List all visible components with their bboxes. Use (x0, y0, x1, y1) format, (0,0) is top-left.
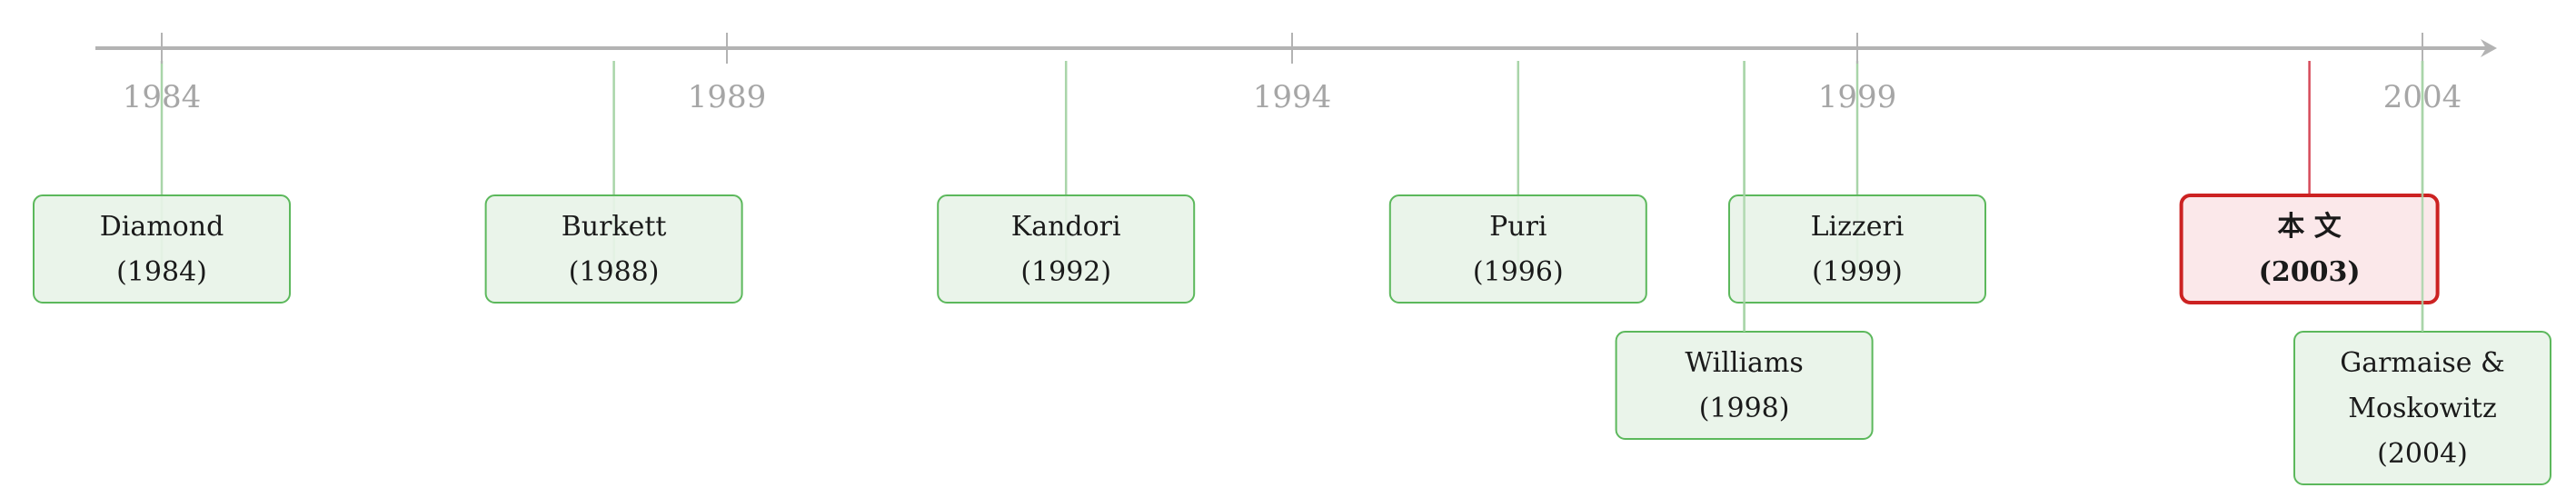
event-label-line: (1988) (569, 256, 660, 288)
event-box-diamond: Diamond (1984) (33, 194, 291, 304)
event-box-frame (937, 194, 1196, 304)
event-box-lizzeri: Lizzeri (1999) (1728, 194, 1986, 304)
event-label-line: Puri (1489, 211, 1547, 243)
event-label-line: (1984) (116, 256, 207, 288)
event-label-line: (1999) (1812, 256, 1903, 288)
event-label-line: (2003) (2259, 256, 2361, 288)
event-label-line: Diamond (100, 211, 224, 243)
event-label-line: 本 文 (2277, 211, 2341, 243)
axis-arrow-icon (2481, 39, 2497, 57)
event-label-line: (2004) (2377, 438, 2468, 470)
event-label-line: Moskowitz (2348, 393, 2497, 424)
event-box-frame (484, 194, 743, 304)
event-label-line: Burkett (562, 211, 667, 243)
event-box-puri: Puri (1996) (1388, 194, 1647, 304)
event-box-frame (2179, 194, 2440, 304)
event-box-frame (1728, 194, 1986, 304)
event-box-benwen: 本 文 (2003) (2179, 194, 2440, 304)
event-box-frame (33, 194, 291, 304)
event-boxes: Diamond (1984) Burkett (1988) Kandori (1992) P… (33, 61, 2551, 485)
event-box-garmaise: Garmaise & Moskowitz (2004) (2293, 331, 2551, 485)
tick-label-1999: 1999 (1818, 79, 1897, 115)
event-box-frame (1388, 194, 1647, 304)
event-box-kandori: Kandori (1992) (937, 194, 1196, 304)
tick-label-1994: 1994 (1253, 79, 1332, 115)
timeline-axis (95, 39, 2497, 57)
tick-label-1989: 1989 (688, 79, 767, 115)
event-label-line: Garmaise & (2340, 347, 2505, 379)
event-box-williams: Williams (1998) (1615, 331, 1874, 440)
event-label-line: Kandori (1011, 211, 1121, 243)
event-box-burkett: Burkett (1988) (484, 194, 743, 304)
tick-label-1984: 1984 (123, 79, 202, 115)
event-label-line: Williams (1685, 347, 1803, 379)
event-label-line: (1998) (1699, 393, 1790, 424)
event-label-line: (1992) (1020, 256, 1111, 288)
event-label-line: (1996) (1473, 256, 1564, 288)
event-label-line: Lizzeri (1811, 211, 1905, 243)
